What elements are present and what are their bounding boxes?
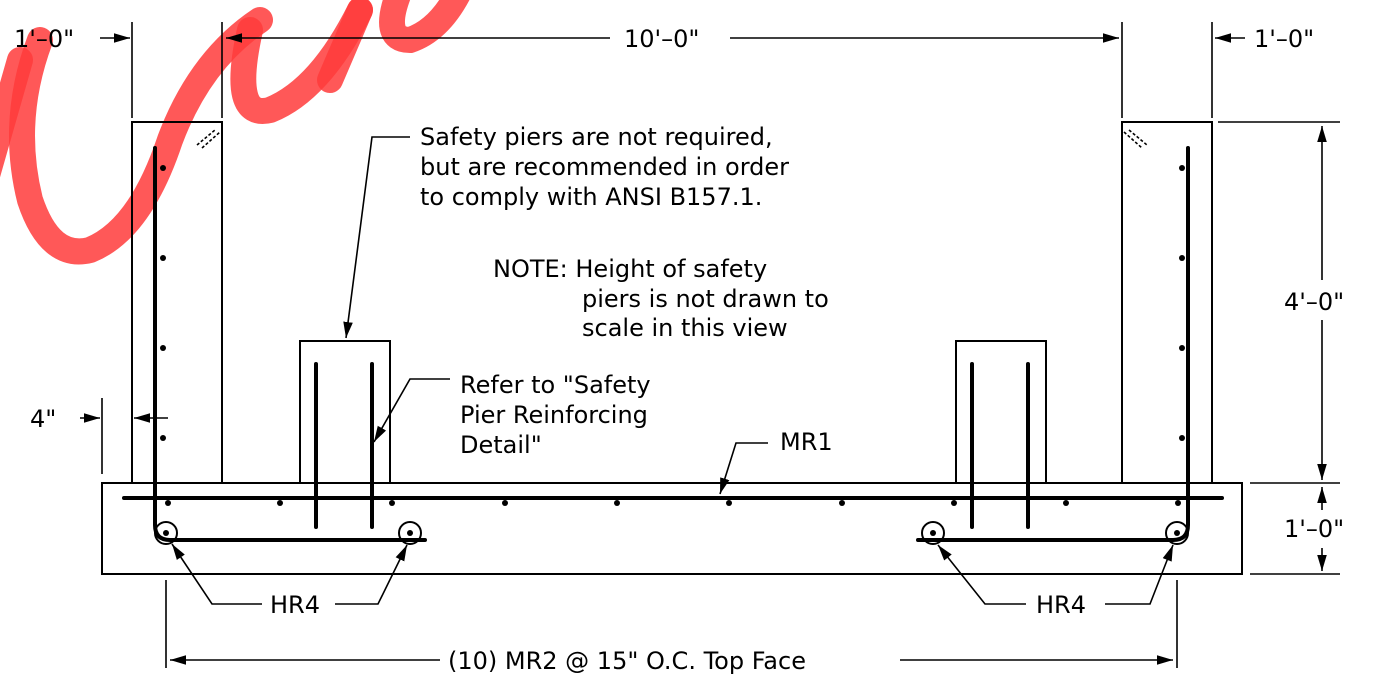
left-wall — [131, 121, 223, 484]
anchor-marks — [196, 129, 1148, 149]
right-wall — [1121, 121, 1213, 484]
note-reinforcing-line-1: Refer to "Safety — [460, 371, 651, 399]
hr4-bars — [154, 521, 1189, 545]
note-safety-piers-line-3: to comply with ANSI B157.1. — [420, 183, 762, 211]
wall-rebar — [153, 146, 1190, 542]
extension-lines — [101, 22, 1340, 668]
leader-lines — [171, 136, 1174, 605]
dimension-lines — [80, 33, 1327, 665]
note-height-line-1: NOTE: Height of safety — [493, 255, 767, 283]
note-safety-piers-line-2: but are recommended in order — [420, 153, 789, 181]
dim-slab-thickness: 1'–0" — [1284, 515, 1344, 543]
watermark-graphic — [0, 0, 470, 265]
dim-right-wall-width: 1'–0" — [1254, 25, 1314, 53]
note-reinforcing-line-3: Detail" — [460, 431, 542, 459]
rebar-dots — [160, 165, 1185, 506]
note-height-line-2: piers is not drawn to — [582, 285, 829, 313]
label-hr4-left: HR4 — [270, 591, 320, 619]
left-safety-pier — [299, 340, 391, 484]
label-hr4-right: HR4 — [1036, 591, 1086, 619]
note-reinforcing-line-2: Pier Reinforcing — [460, 401, 648, 429]
dim-inner-span: 10'–0" — [624, 25, 699, 53]
dim-cover: 4" — [30, 405, 56, 433]
note-safety-piers-line-1: Safety piers are not required, — [420, 123, 773, 151]
base-slab — [101, 482, 1243, 575]
dim-left-wall-width: 1'–0" — [14, 25, 74, 53]
pier-rebar — [314, 362, 1030, 529]
dim-wall-height: 4'–0" — [1284, 288, 1344, 316]
right-safety-pier — [955, 340, 1047, 484]
label-mr2-callout: (10) MR2 @ 15" O.C. Top Face — [448, 647, 806, 675]
note-height-line-3: scale in this view — [582, 314, 788, 342]
label-mr1: MR1 — [780, 428, 833, 456]
